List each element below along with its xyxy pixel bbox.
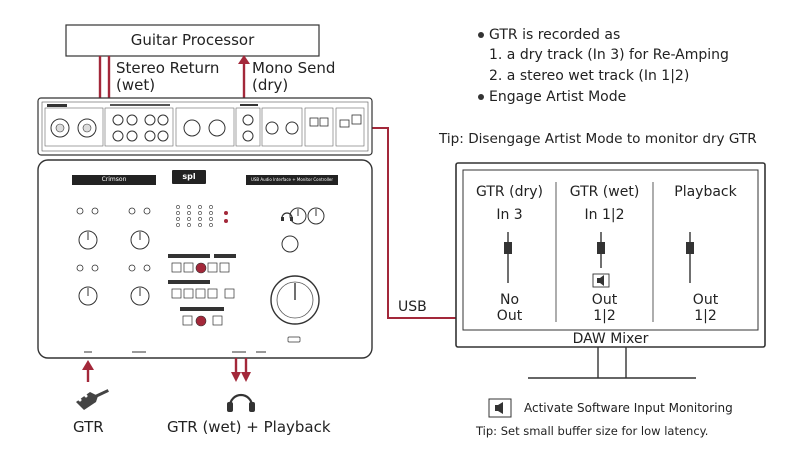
stereo-return-sub: (wet) xyxy=(116,76,156,94)
gtr-label: GTR xyxy=(73,418,104,436)
note-item-1: 1. a dry track (In 3) for Re-Amping xyxy=(489,47,729,63)
interface-name: Crimson xyxy=(101,176,127,183)
bullet-dot xyxy=(478,94,484,100)
daw-monitor xyxy=(455,162,766,379)
fader-gtr-dry xyxy=(504,232,512,283)
guitar-input-arrow xyxy=(82,360,94,382)
note-bullet-1: GTR is recorded as xyxy=(489,27,621,43)
fader-gtr-wet xyxy=(597,232,605,268)
tip-bottom: Tip: Set small buffer size for low laten… xyxy=(476,424,709,438)
legend-monitoring-icon xyxy=(488,398,512,418)
note-item-2: 2. a stereo wet track (In 1|2) xyxy=(489,68,690,84)
brand-logo: spl xyxy=(182,172,196,181)
stereo-return-label: Stereo Return (wet) xyxy=(116,60,219,94)
guitar-icon xyxy=(76,389,109,410)
channel-input: In 1|2 xyxy=(584,207,625,223)
legend-monitoring-text: Activate Software Input Monitoring xyxy=(524,401,733,415)
headphones-icon xyxy=(227,393,255,412)
interface-rear-panel xyxy=(37,97,373,156)
channel-output-line1: Out xyxy=(591,292,618,308)
channel-output-line2: 1|2 xyxy=(694,308,717,324)
note-bullet-2: Engage Artist Mode xyxy=(489,89,627,105)
input-monitoring-icon xyxy=(592,273,610,288)
channel-output: Out 1|2 xyxy=(556,292,653,324)
channel-output-line2: Out xyxy=(496,308,523,324)
channel-output-line1: Out xyxy=(692,292,719,308)
guitar-processor-label: Guitar Processor xyxy=(130,31,255,49)
channel-name: GTR (dry) xyxy=(476,184,543,200)
channel-name: Playback xyxy=(674,184,737,200)
channel-input: In 3 xyxy=(496,207,523,223)
interface-front-panel xyxy=(37,159,373,359)
headphone-output-arrows xyxy=(231,358,251,382)
fader-playback xyxy=(686,232,694,283)
mono-send-label: Mono Send (dry) xyxy=(252,60,335,94)
tip-top: Tip: Disengage Artist Mode to monitor dr… xyxy=(439,131,757,147)
usb-label: USB xyxy=(398,299,427,315)
interface-subtitle: USB Audio Interface + Monitor Controller xyxy=(250,177,334,182)
mono-send-sub: (dry) xyxy=(252,76,289,94)
output-label: GTR (wet) + Playback xyxy=(167,418,331,436)
channel-output-line2: 1|2 xyxy=(593,308,616,324)
channel-name: GTR (wet) xyxy=(569,184,640,200)
stereo-return-title: Stereo Return xyxy=(116,59,220,77)
daw-mixer-title: DAW Mixer xyxy=(572,331,649,347)
mono-send-title: Mono Send xyxy=(252,59,336,77)
guitar-processor-box xyxy=(65,24,320,57)
channel-output-line1: No xyxy=(499,292,520,308)
channel-output: Out 1|2 xyxy=(653,292,758,324)
bullet-dot xyxy=(478,32,484,38)
channel-output: No Out xyxy=(463,292,556,324)
